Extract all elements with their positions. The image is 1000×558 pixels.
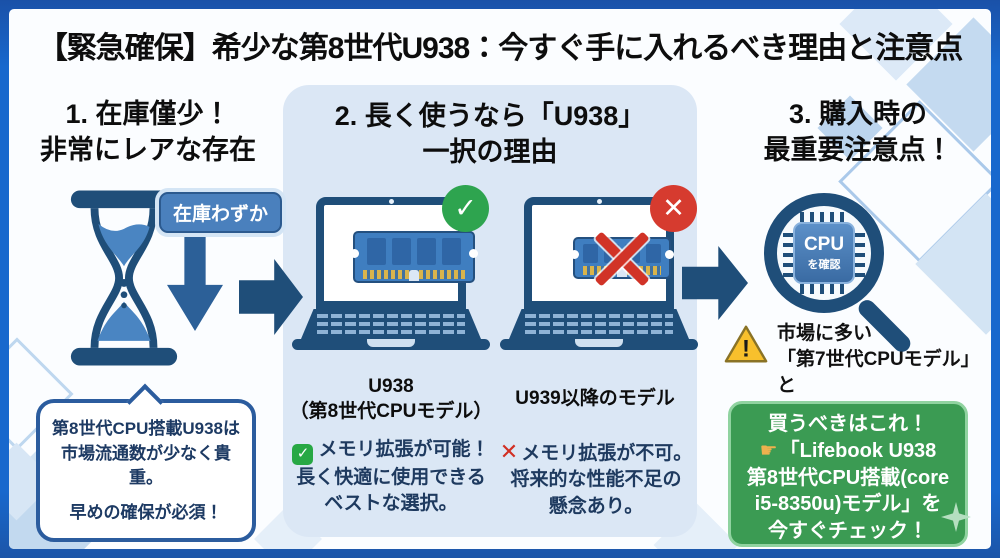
laptop-screen <box>316 197 478 309</box>
laptop-keyboard <box>509 309 689 339</box>
cpu-pins <box>783 229 793 277</box>
cta-line3: 第8世代CPU搭載(core <box>746 466 950 489</box>
cpu-pins <box>800 212 848 222</box>
cpu-chip-subtext: を確認 <box>807 258 841 271</box>
warning-icon: ! <box>724 325 768 362</box>
cross-badge-icon: ✕ <box>650 185 697 232</box>
step2-heading-line2: 一択の理由 <box>422 136 558 167</box>
step1-heading-line1: 1. 在庫僅少！ <box>65 99 231 129</box>
warning-line2: 「第7世代CPUモデル」と <box>777 349 980 397</box>
bubble-line3: 早めの確保が必須！ <box>69 502 223 522</box>
ram-module-icon <box>350 231 478 283</box>
label-u938: U938 （第8世代CPUモデル） <box>287 375 495 424</box>
hourglass-icon <box>70 190 178 366</box>
desc-u939-line2: 将来的な性能不足の <box>510 469 682 491</box>
cta-line5: 今すぐチェック！ <box>768 520 928 543</box>
cpu-pins <box>855 229 865 277</box>
check-badge-icon: ✓ <box>442 185 489 232</box>
cpu-chip-body: CPU を確認 <box>793 222 855 284</box>
cta-line4: i5-8350u)モデル」を <box>754 493 942 516</box>
step1-heading: 1. 在庫僅少！ 非常にレアな存在 <box>17 97 279 168</box>
sparkle-icon <box>941 502 971 532</box>
laptop-base <box>292 339 490 350</box>
magnifier-cpu-icon: CPU を確認 <box>754 187 939 359</box>
keyboard-keys <box>317 314 465 334</box>
step2-heading-line1: 2. 長く使うなら「U938」 <box>334 101 646 131</box>
laptop-u938: ✓ <box>292 185 490 359</box>
warning-exclamation: ! <box>742 335 750 362</box>
laptop-keyboard <box>301 309 481 339</box>
cta-box: 買うべきはこれ！ ☛「Lifebook U938 第8世代CPU搭載(core … <box>728 401 971 547</box>
desc-u939: ✕メモリ拡張が不可。 将来的な性能不足の 懸念あり。 <box>497 437 695 520</box>
cta-line1: 買うべきはこれ！ <box>768 413 928 435</box>
pointing-finger-icon: ☛ <box>759 439 778 462</box>
stock-badge: 在庫わずか <box>159 192 283 233</box>
magnifier-ring: CPU を確認 <box>764 193 884 313</box>
step3-heading-line2: 最重要注意点！ <box>763 134 953 165</box>
red-cross-overlay-icon <box>590 226 654 290</box>
cpu-chip-text: CPU <box>803 233 845 255</box>
step2-panel: 2. 長く使うなら「U938」 一択の理由 <box>283 85 698 537</box>
step3-heading-line1: 3. 購入時の <box>788 99 928 129</box>
ram-chips <box>355 238 473 265</box>
check-glyph: ✓ <box>454 193 477 223</box>
green-check-icon: ✓ <box>292 443 314 465</box>
cross-glyph: ✕ <box>662 193 685 223</box>
step2-heading: 2. 長く使うなら「U938」 一択の理由 <box>283 99 697 170</box>
desc-u938-line2: 長く快適に使用できる <box>296 466 486 488</box>
desc-u938-line1: メモリ拡張が可能！ <box>318 439 490 460</box>
cpu-pins <box>800 284 848 294</box>
step3-heading: 3. 購入時の 最重要注意点！ <box>733 97 983 168</box>
content-area: 【緊急確保】希少な第8世代U938：今すぐ手に入れるべき理由と注意点 1. 在庫… <box>9 9 991 549</box>
laptop-u939: ✕ <box>500 185 698 359</box>
label-u939: U939以降のモデル <box>515 388 675 409</box>
desc-u939-line3: 懸念あり。 <box>548 495 644 517</box>
label-u938-line2: （第8世代CPUモデル） <box>289 400 493 422</box>
bubble-line1: 第8世代CPU搭載U938は <box>52 419 240 438</box>
cpu-chip-icon: CPU を確認 <box>778 207 870 299</box>
ram-module-blocked-icon <box>570 237 674 279</box>
desc-u938-line3: ベストな選択。 <box>324 493 458 515</box>
step1-speech-bubble: 第8世代CPU搭載U938は 市場流通数が少なく貴重。 早めの確保が必須！ <box>36 399 256 542</box>
warning-line1: 市場に多い <box>777 323 873 344</box>
ram-notch <box>409 270 419 281</box>
bubble-line2: 市場流通数が少なく貴重。 <box>61 443 231 488</box>
step1-heading-line2: 非常にレアな存在 <box>40 134 256 165</box>
desc-u938: ✓メモリ拡張が可能！ 長く快適に使用できる ベストな選択。 <box>285 437 497 517</box>
webcam-dot <box>597 199 602 204</box>
keyboard-keys <box>525 314 673 334</box>
desc-u939-line1: メモリ拡張が不可。 <box>521 443 693 464</box>
label-u938-line1: U938 <box>368 376 414 397</box>
page-title: 【緊急確保】希少な第8世代U938：今すぐ手に入れるべき理由と注意点 <box>37 32 963 65</box>
cta-line2: 「Lifebook U938 <box>779 439 937 462</box>
laptop-base <box>500 339 698 350</box>
webcam-dot <box>389 199 394 204</box>
red-cross-icon: ✕ <box>499 439 519 464</box>
laptop-screen <box>524 197 674 309</box>
